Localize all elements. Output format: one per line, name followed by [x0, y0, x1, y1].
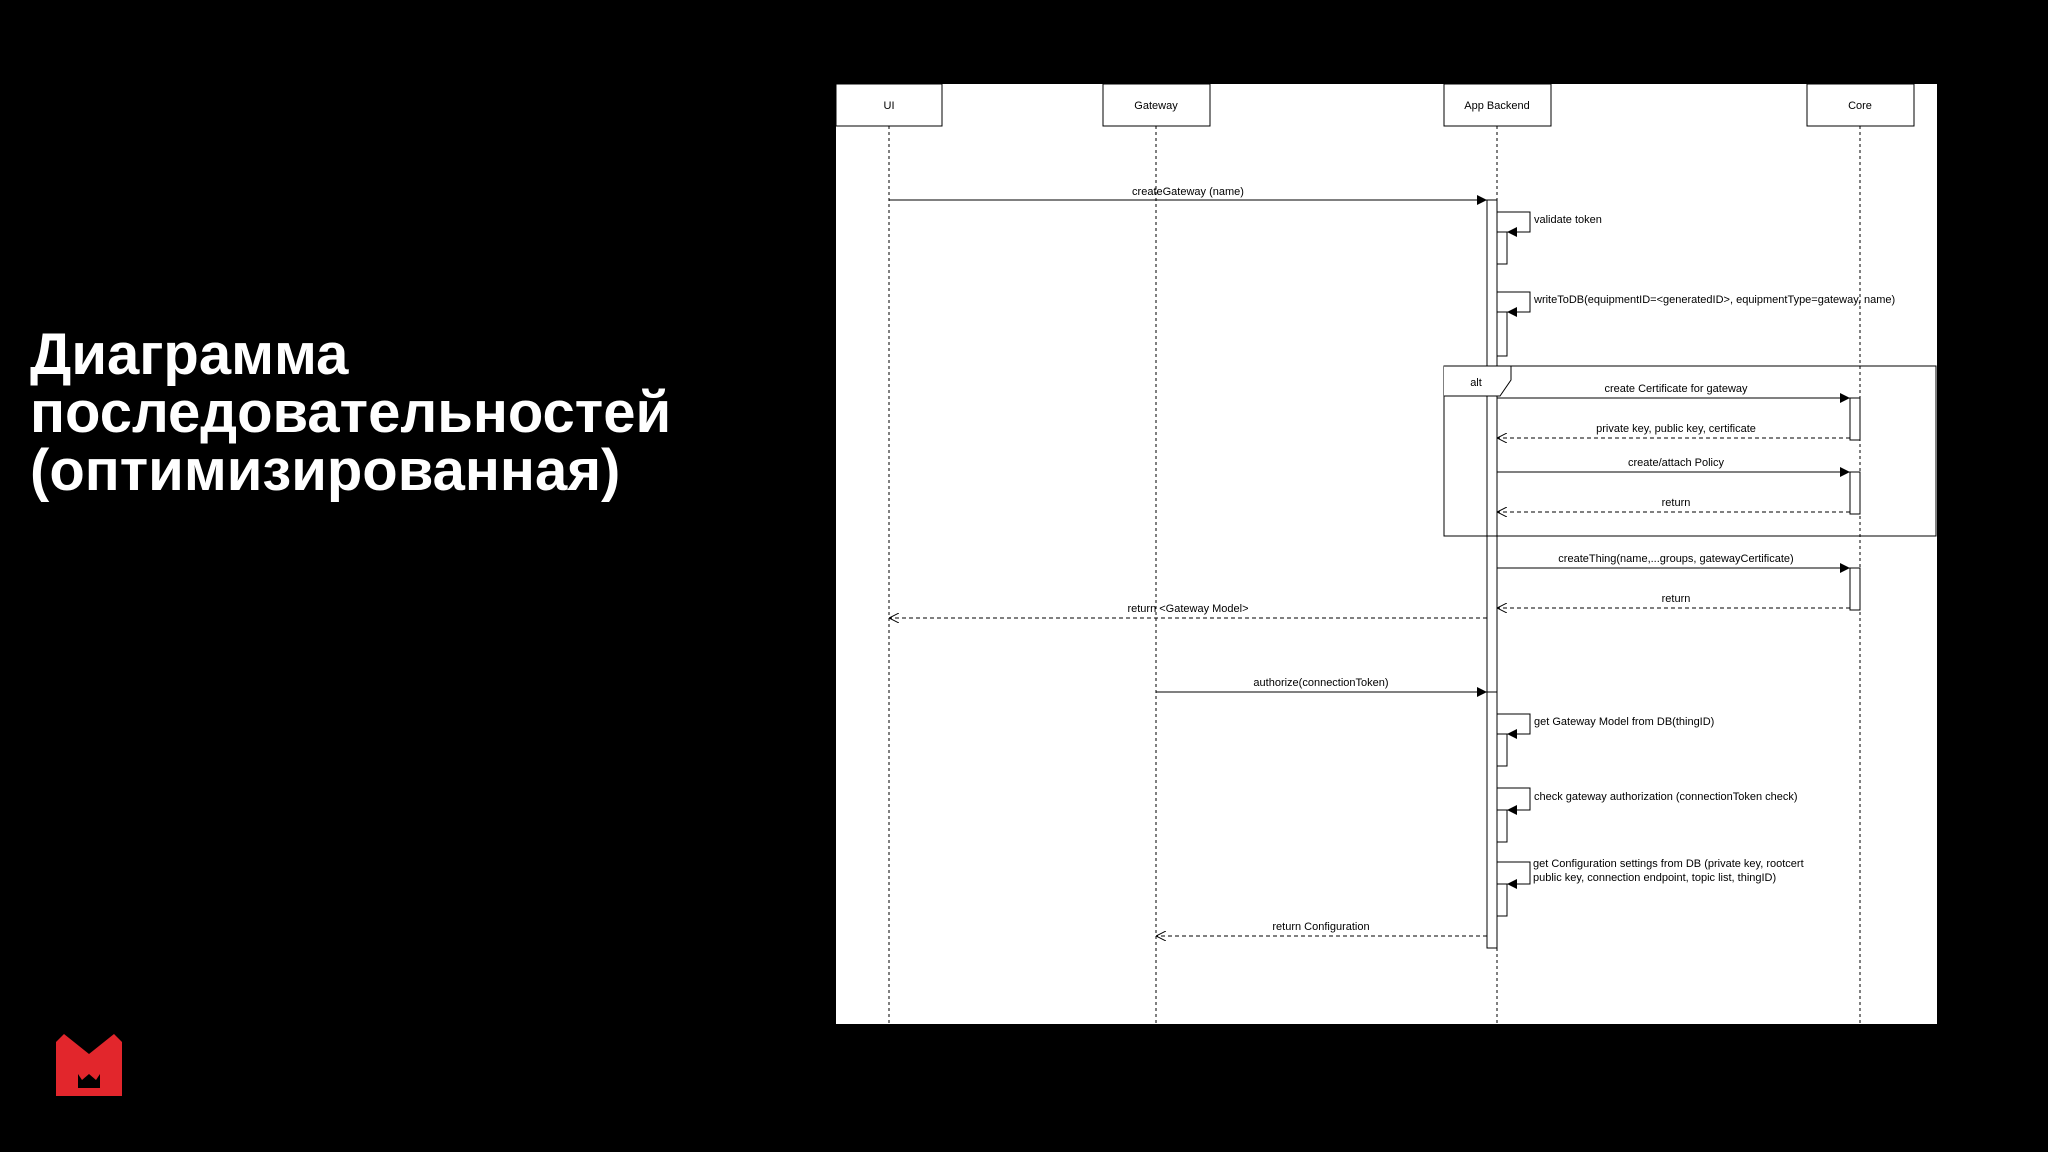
activation-core-thing: [1849, 567, 1861, 611]
sequence-diagram: UI Gateway App Backend Core: [836, 84, 1937, 1024]
slide-title-line-1: Диаграмма: [30, 322, 349, 387]
message-certificate-reply-label: private key, public key, certificate: [1596, 423, 1756, 435]
message-create-thing-label: createThing(name,...groups, gatewayCerti…: [1558, 553, 1793, 565]
sequence-diagram-canvas: UI Gateway App Backend Core: [836, 84, 1937, 1024]
message-create-certificate-label: create Certificate for gateway: [1604, 383, 1748, 395]
participant-core-label: Core: [1848, 100, 1872, 112]
message-validate-token-label: validate token: [1534, 214, 1602, 226]
activation-backend-validate: [1496, 231, 1508, 265]
activation-backend-get-config: [1496, 883, 1508, 917]
message-check-authorization-arrow: [1497, 787, 1531, 815]
message-check-authorization-label: check gateway authorization (connectionT…: [1534, 791, 1798, 803]
message-get-configuration-label-line-2: public key, connection endpoint, topic l…: [1533, 872, 1776, 884]
message-get-configuration-label-line-1: get Configuration settings from DB (priv…: [1533, 858, 1804, 870]
participant-ui: UI: [836, 84, 943, 127]
message-get-gateway-model-label: get Gateway Model from DB(thingID): [1534, 716, 1714, 728]
activation-backend-check-auth: [1496, 809, 1508, 843]
activation-backend-get-model: [1496, 733, 1508, 767]
participant-gateway-label: Gateway: [1134, 100, 1178, 112]
messages: [889, 195, 1850, 936]
m-logo-icon: [56, 1034, 122, 1096]
message-authorize-label: authorize(connectionToken): [1253, 677, 1388, 689]
message-return-configuration-label: return Configuration: [1272, 921, 1369, 933]
activation-core-policy: [1849, 471, 1861, 515]
message-get-configuration-arrow: [1497, 861, 1531, 889]
participant-ui-label: UI: [884, 100, 895, 112]
activation-backend-2: [1486, 691, 1498, 949]
lifelines: [888, 126, 1861, 1024]
activation-backend-1: [1486, 199, 1498, 713]
message-labels: createGateway (name) validate token writ…: [1127, 186, 1895, 933]
activations: [1486, 199, 1861, 949]
alt-fragment: alt: [1443, 365, 1937, 537]
activation-core-cert: [1849, 397, 1861, 441]
participant-app-backend: App Backend: [1443, 84, 1552, 127]
message-get-gateway-model-arrow: [1497, 713, 1531, 739]
message-policy-return-label: return: [1662, 497, 1691, 509]
message-create-gateway-label: createGateway (name): [1132, 186, 1244, 198]
message-write-to-db-label: writeToDB(equipmentID=<generatedID>, equ…: [1533, 294, 1895, 306]
slide-title-line-3: (оптимизированная): [30, 438, 621, 503]
message-return-gateway-model-label: return <Gateway Model>: [1127, 603, 1248, 615]
participant-core: Core: [1806, 84, 1915, 127]
message-thing-return-label: return: [1662, 593, 1691, 605]
participant-gateway: Gateway: [1102, 84, 1211, 127]
participant-app-backend-label: App Backend: [1464, 100, 1529, 112]
message-attach-policy-label: create/attach Policy: [1628, 457, 1724, 469]
activation-backend-write: [1496, 311, 1508, 357]
slide-title: Диаграмма последовательностей (оптимизир…: [30, 326, 790, 500]
alt-fragment-label: alt: [1470, 377, 1482, 389]
slide-title-line-2: последовательностей: [30, 380, 672, 445]
message-validate-token-arrow: [1497, 211, 1531, 237]
message-write-to-db-arrow: [1497, 291, 1531, 317]
